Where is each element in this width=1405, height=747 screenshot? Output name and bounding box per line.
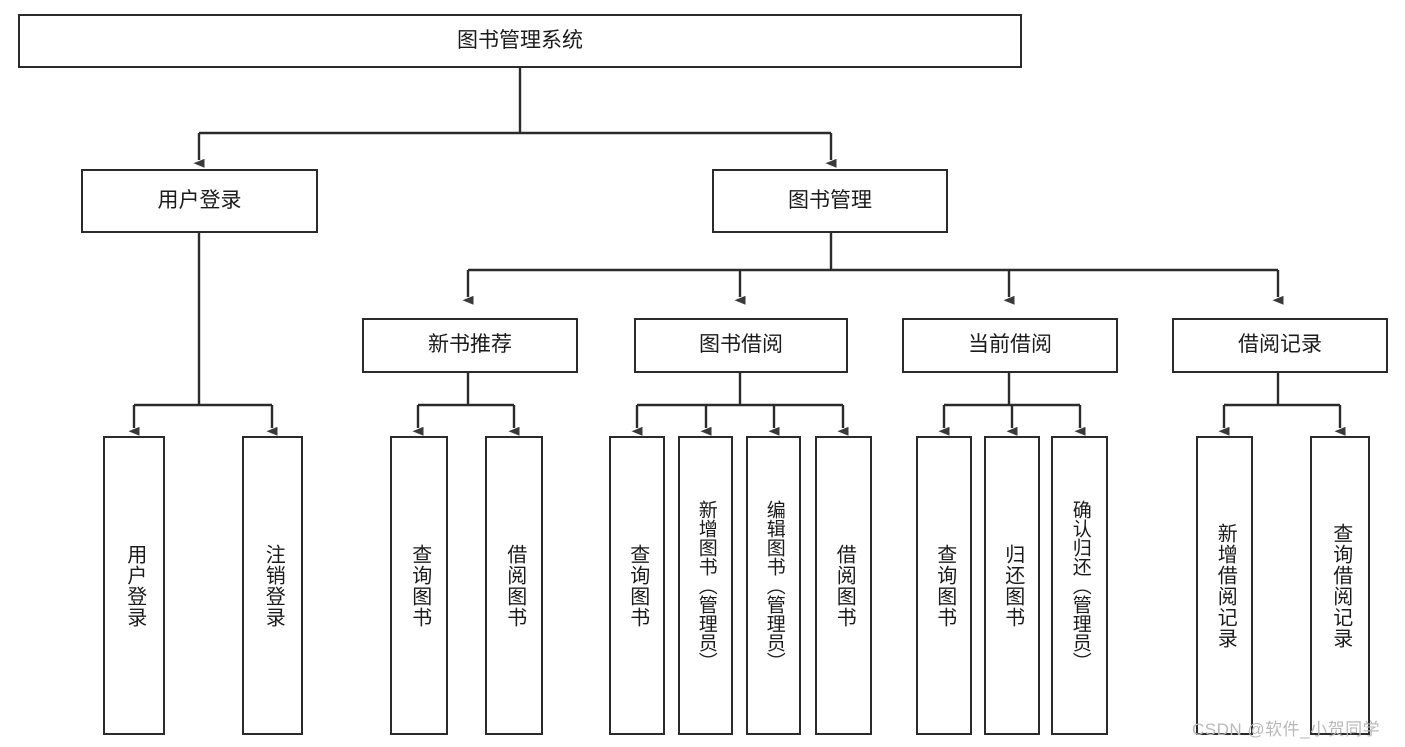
node-current-borrow[interactable]: 当前借阅 bbox=[902, 318, 1118, 373]
node-book-management-label: 图书管理 bbox=[788, 188, 872, 212]
leaf-user-login-label: 用户登录 bbox=[123, 543, 146, 628]
node-book-management[interactable]: 图书管理 bbox=[712, 169, 948, 233]
node-book-borrow-label: 图书借阅 bbox=[699, 333, 783, 357]
node-root-label: 图书管理系统 bbox=[457, 28, 583, 52]
leaf-query-book-recommend-label: 查询图书 bbox=[408, 543, 431, 628]
leaf-query-book-current-label: 查询图书 bbox=[933, 543, 956, 628]
node-borrow-record[interactable]: 借阅记录 bbox=[1172, 318, 1388, 373]
leaf-logout-label: 注销登录 bbox=[262, 543, 285, 628]
leaf-query-book-recommend[interactable]: 查询图书 bbox=[390, 436, 448, 735]
leaf-add-borrow-record-label: 新增借阅记录 bbox=[1214, 522, 1237, 649]
leaf-query-book-borrow-label: 查询图书 bbox=[626, 543, 649, 628]
leaf-edit-book-admin-label: 编辑图书（管理员） bbox=[763, 500, 785, 671]
leaf-return-book[interactable]: 归还图书 bbox=[984, 436, 1040, 735]
leaf-user-login[interactable]: 用户登录 bbox=[103, 436, 165, 735]
node-borrow-record-label: 借阅记录 bbox=[1238, 333, 1322, 357]
leaf-logout[interactable]: 注销登录 bbox=[242, 436, 303, 735]
node-new-book-recommend[interactable]: 新书推荐 bbox=[362, 318, 578, 373]
leaf-query-book-borrow[interactable]: 查询图书 bbox=[609, 436, 665, 735]
leaf-query-borrow-record[interactable]: 查询借阅记录 bbox=[1310, 436, 1370, 735]
leaf-confirm-return-admin[interactable]: 确认归还（管理员） bbox=[1051, 436, 1108, 735]
csdn-watermark: CSDN @软件_小贺同学 bbox=[1192, 720, 1381, 739]
leaf-borrow-book-label: 借阅图书 bbox=[833, 543, 856, 628]
leaf-query-book-current[interactable]: 查询图书 bbox=[916, 436, 972, 735]
leaf-query-borrow-record-label: 查询借阅记录 bbox=[1329, 522, 1352, 649]
node-new-book-recommend-label: 新书推荐 bbox=[428, 333, 512, 357]
node-user-login-label: 用户登录 bbox=[157, 188, 242, 212]
leaf-borrow-book[interactable]: 借阅图书 bbox=[815, 436, 872, 735]
leaf-edit-book-admin[interactable]: 编辑图书（管理员） bbox=[746, 436, 801, 735]
node-root[interactable]: 图书管理系统 bbox=[18, 14, 1022, 68]
leaf-borrow-book-recommend-label: 借阅图书 bbox=[503, 543, 526, 628]
node-user-login[interactable]: 用户登录 bbox=[81, 169, 318, 233]
leaf-return-book-label: 归还图书 bbox=[1001, 543, 1024, 628]
leaf-add-borrow-record[interactable]: 新增借阅记录 bbox=[1196, 436, 1253, 735]
node-current-borrow-label: 当前借阅 bbox=[968, 333, 1052, 357]
leaf-confirm-return-admin-label: 确认归还（管理员） bbox=[1069, 500, 1091, 671]
leaf-add-book-admin-label: 新增图书（管理员） bbox=[695, 500, 717, 671]
leaf-borrow-book-recommend[interactable]: 借阅图书 bbox=[485, 436, 543, 735]
node-book-borrow[interactable]: 图书借阅 bbox=[634, 318, 848, 373]
leaf-add-book-admin[interactable]: 新增图书（管理员） bbox=[678, 436, 733, 735]
